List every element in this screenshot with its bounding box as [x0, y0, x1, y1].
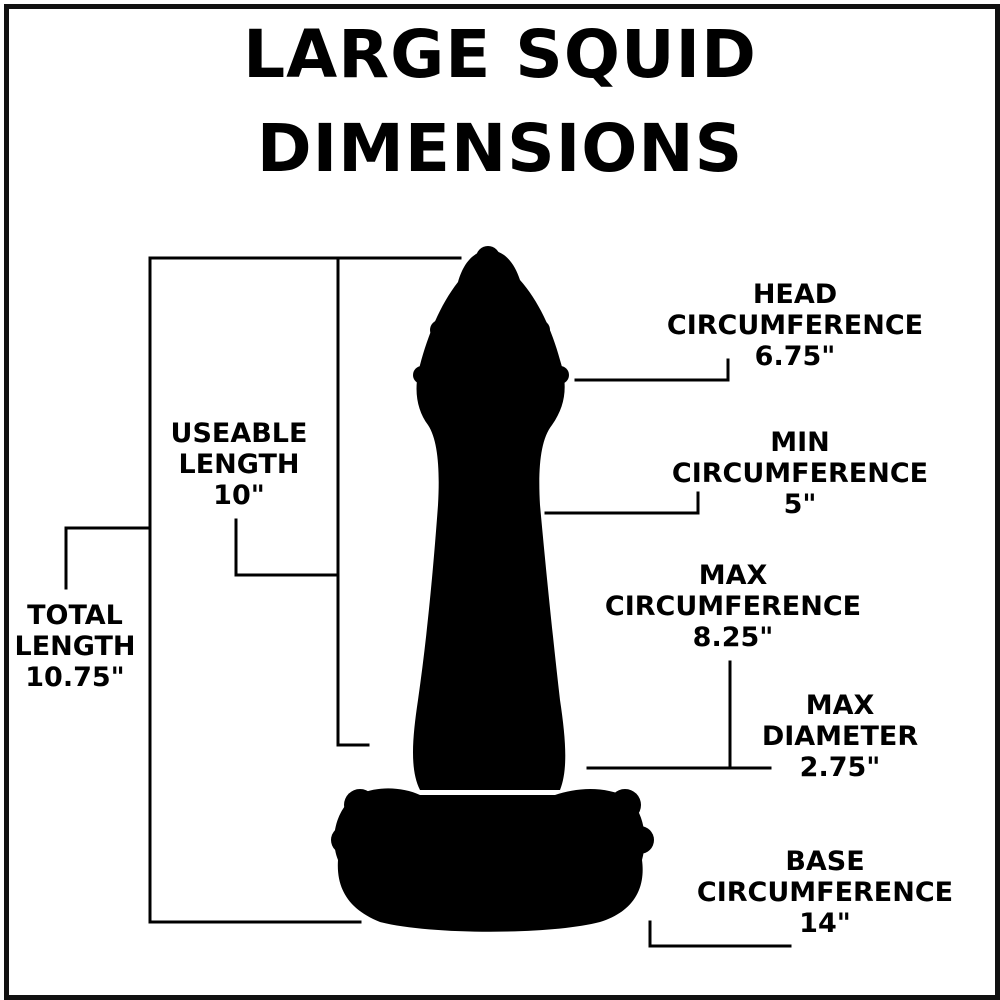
title-line-1: LARGE SQUID — [243, 16, 757, 93]
head-bump — [476, 246, 500, 270]
base-circumference-line-2: CIRCUMFERENCE — [696, 877, 954, 908]
min-circumference-line-2: CIRCUMFERENCE — [671, 458, 929, 489]
max-circumference-line-2: CIRCUMFERENCE — [604, 591, 862, 622]
head-circumference-value: 6.75" — [754, 341, 836, 372]
head-bump — [530, 320, 550, 340]
base-bump — [344, 789, 376, 821]
total-length-line-1: TOTAL — [27, 600, 123, 631]
useable-length-line-2: LENGTH — [178, 449, 300, 480]
base-bump — [331, 826, 359, 854]
base-bump — [626, 826, 654, 854]
head-circumference-leader — [574, 358, 730, 382]
total-length-value: 10.75" — [25, 662, 125, 693]
useable-length-value: 10" — [213, 480, 265, 511]
max-circumference-line-1: MAX — [698, 560, 768, 591]
head-bump — [430, 320, 450, 340]
total-length-line-2: LENGTH — [14, 631, 136, 662]
max-diameter-line-1: MAX — [805, 690, 875, 721]
min-circumference-line-1: MIN — [770, 427, 830, 458]
max-diameter-label: MAX DIAMETER 2.75" — [750, 690, 930, 783]
max-diameter-line-2: DIAMETER — [761, 721, 919, 752]
total-length-label: TOTAL LENGTH 10.75" — [10, 600, 140, 693]
product-base — [334, 788, 645, 932]
head-bump — [413, 366, 431, 384]
min-circumference-leader — [544, 491, 700, 515]
frame-border — [4, 4, 1000, 1000]
base-circumference-leader — [648, 920, 792, 948]
useable-length-label: USEABLE LENGTH 10" — [160, 418, 318, 511]
max-circumference-label: MAX CIRCUMFERENCE 8.25" — [598, 560, 868, 653]
dimension-lines — [64, 256, 792, 948]
base-bump — [609, 789, 641, 821]
max-diameter-value: 2.75" — [799, 752, 881, 783]
useable-length-bracket — [336, 256, 370, 747]
total-length-bracket — [148, 256, 462, 924]
useable-length-leader — [234, 518, 340, 577]
head-bump — [460, 280, 480, 300]
base-circumference-line-1: BASE — [785, 846, 865, 877]
head-circumference-line-1: HEAD — [752, 279, 838, 310]
min-circumference-label: MIN CIRCUMFERENCE 5" — [665, 427, 935, 520]
head-bump — [551, 366, 569, 384]
title-line-2: DIMENSIONS — [256, 110, 744, 187]
min-circumference-value: 5" — [783, 489, 817, 520]
product-silhouette — [331, 246, 654, 932]
head-bump — [498, 280, 518, 300]
total-length-leader — [64, 526, 152, 590]
base-circumference-value: 14" — [799, 908, 851, 939]
product-body — [413, 250, 566, 790]
head-circumference-label: HEAD CIRCUMFERENCE 6.75" — [660, 279, 930, 372]
head-circumference-line-2: CIRCUMFERENCE — [666, 310, 924, 341]
useable-length-line-1: USEABLE — [170, 418, 308, 449]
base-circumference-label: BASE CIRCUMFERENCE 14" — [690, 846, 960, 939]
max-circumference-value: 8.25" — [692, 622, 774, 653]
